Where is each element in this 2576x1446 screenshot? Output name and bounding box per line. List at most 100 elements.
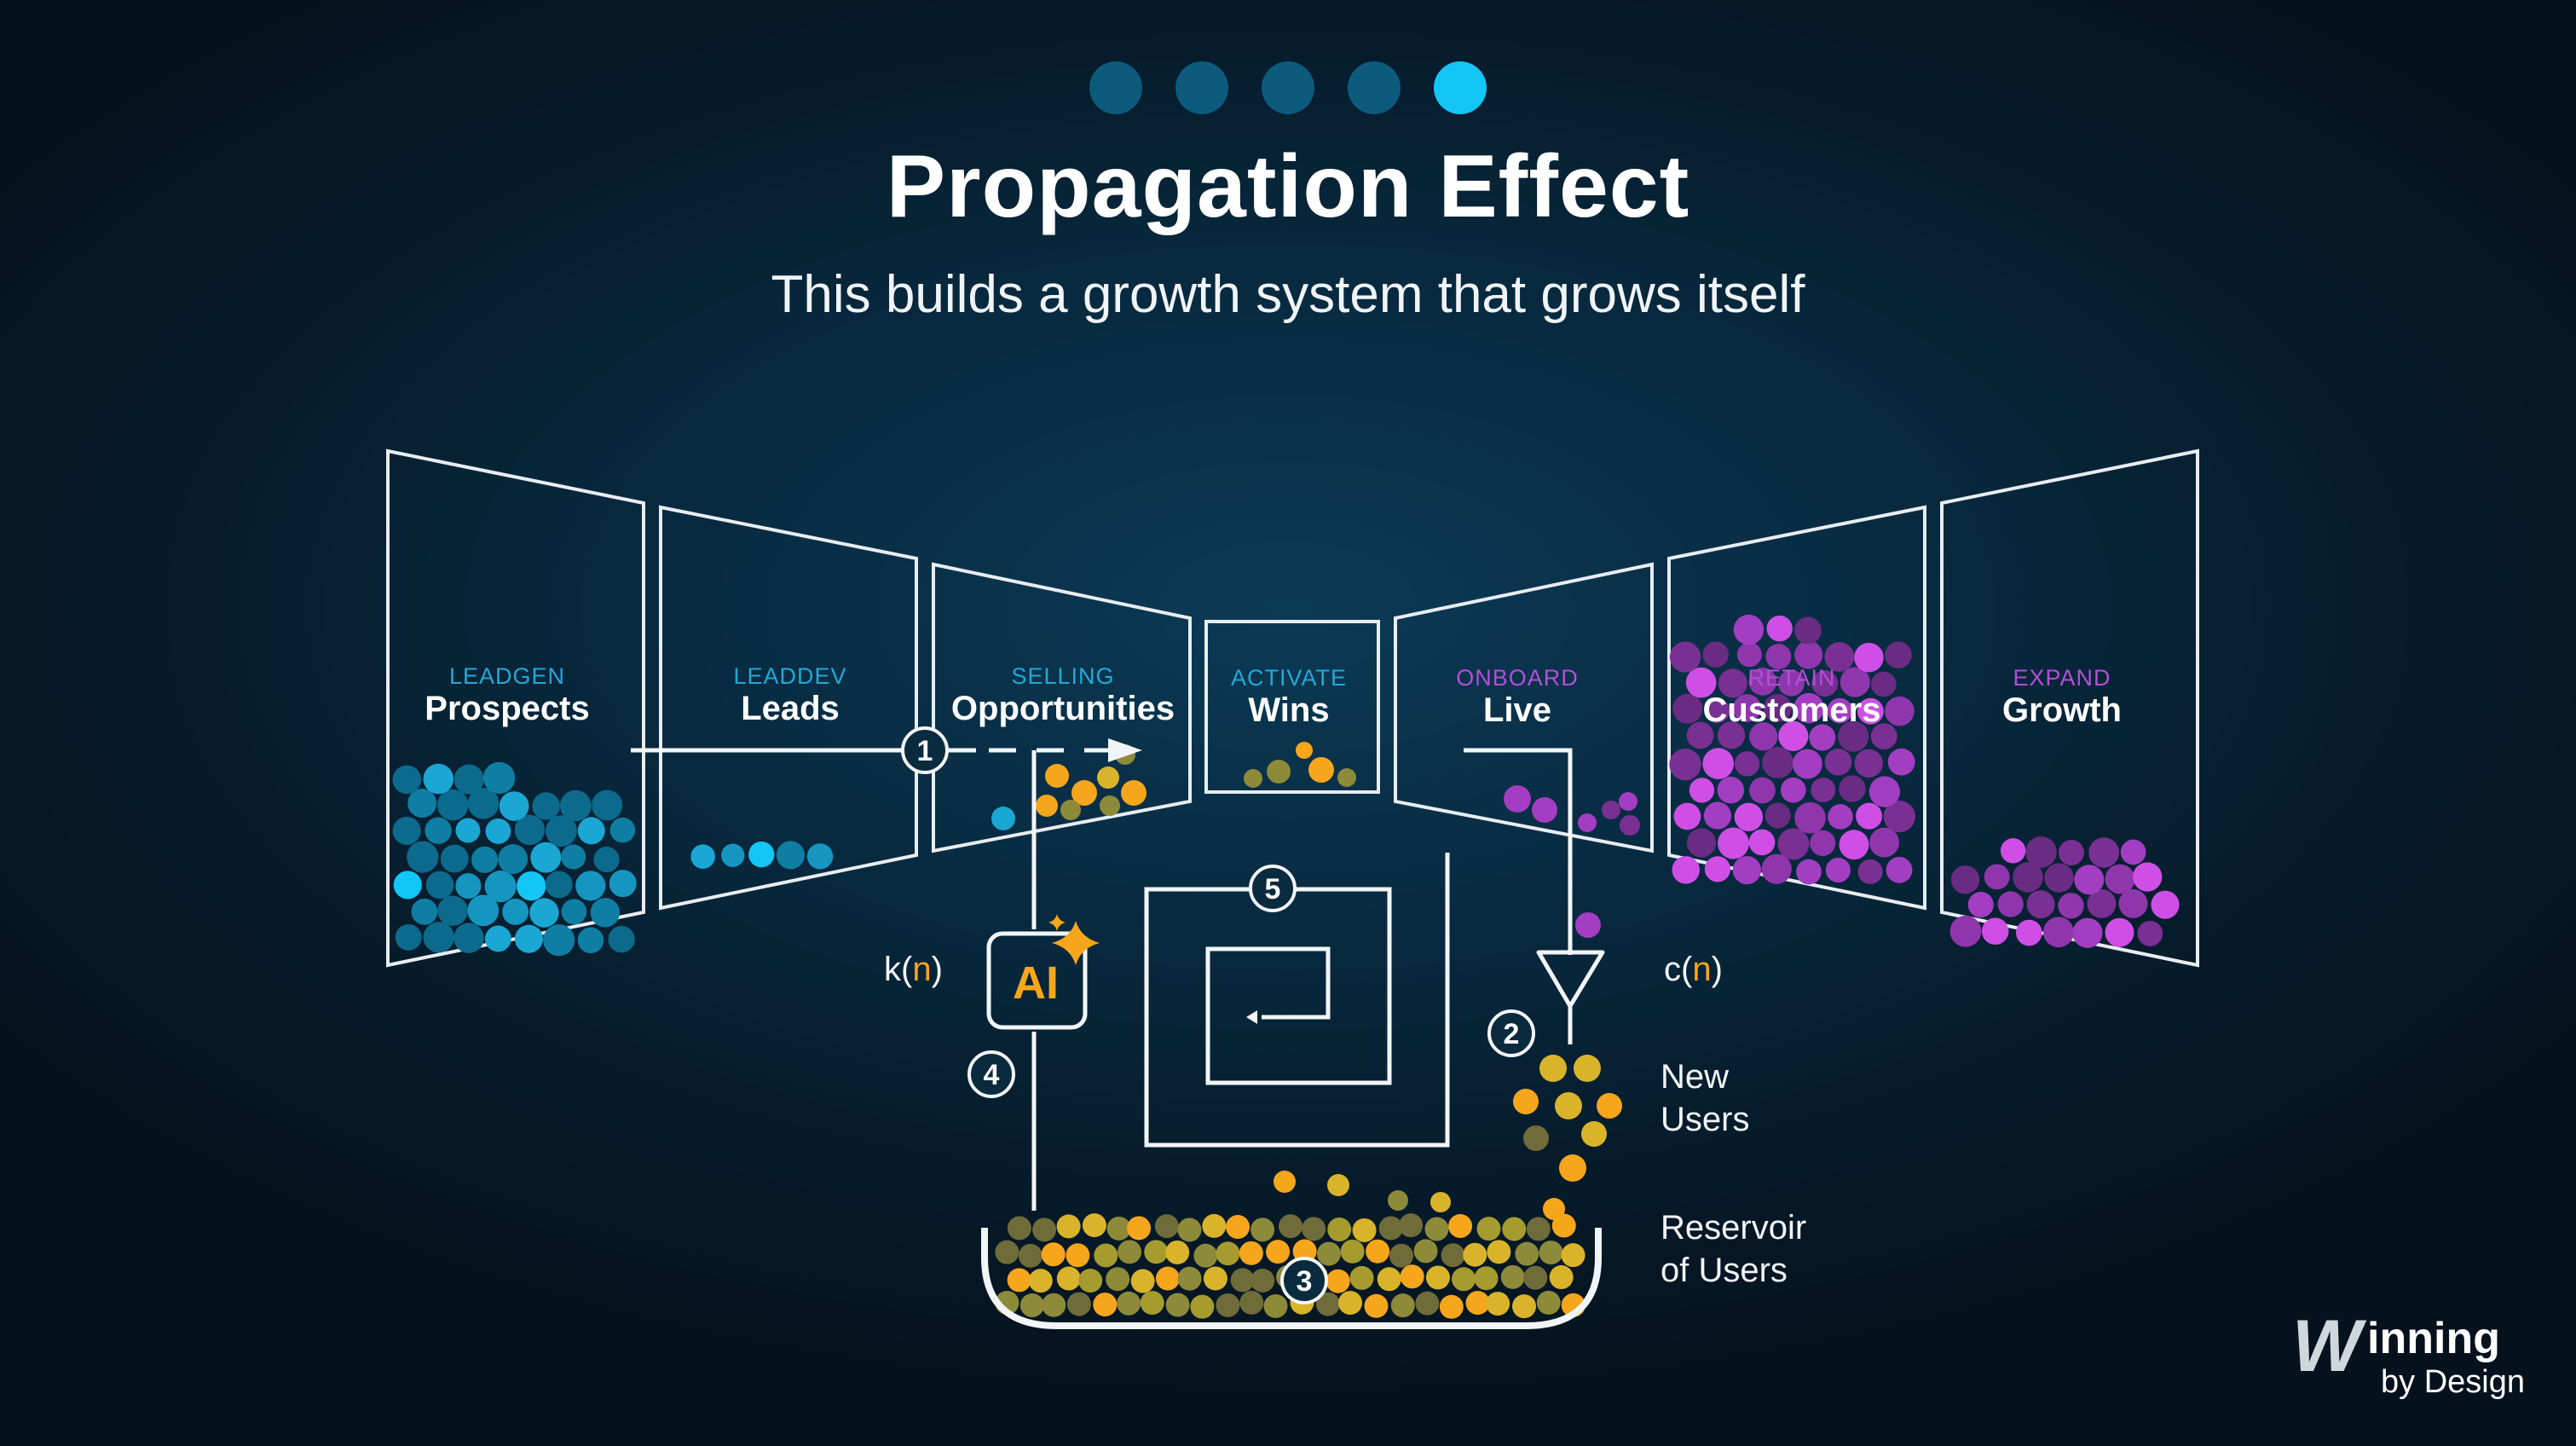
customer-dot bbox=[1733, 694, 1761, 722]
prospect-dot bbox=[577, 817, 605, 845]
reservoir-dot bbox=[1193, 1243, 1218, 1268]
page-dot-5[interactable] bbox=[1434, 61, 1487, 114]
spiral-arrowhead bbox=[1246, 1010, 1257, 1024]
step-marker-number: 1 bbox=[917, 735, 933, 767]
reservoir-dot bbox=[1202, 1213, 1227, 1238]
logo-mark: W bbox=[2292, 1305, 2362, 1387]
customer-dot bbox=[1809, 724, 1836, 751]
live-dot bbox=[1578, 813, 1597, 832]
step-marker-circle bbox=[1487, 1009, 1535, 1057]
reservoir-dot bbox=[1263, 1293, 1288, 1318]
reservoir-dot bbox=[1250, 1218, 1275, 1242]
prospect-dot bbox=[440, 844, 469, 873]
new-user-dot bbox=[1523, 1125, 1549, 1151]
growth-dot bbox=[2025, 836, 2057, 868]
customer-dot bbox=[1840, 667, 1870, 697]
step-marker-2: 2 bbox=[1487, 1009, 1535, 1057]
prospect-dot bbox=[425, 817, 452, 844]
prospect-dot bbox=[529, 898, 559, 928]
prospect-dot bbox=[577, 927, 604, 954]
customer-dot bbox=[1856, 802, 1883, 830]
reservoir-dot bbox=[1094, 1243, 1118, 1268]
panel-live bbox=[1394, 562, 1654, 853]
reservoir-dot bbox=[1364, 1293, 1389, 1318]
customer-dot bbox=[1672, 856, 1700, 884]
prospect-dot bbox=[411, 898, 438, 925]
spiral-outer bbox=[1144, 853, 1450, 1148]
reservoir-dot bbox=[1203, 1266, 1227, 1291]
ai-label: AI bbox=[1013, 957, 1059, 1009]
reservoir-dot bbox=[1106, 1267, 1130, 1292]
k-function-label: k(n) bbox=[884, 948, 943, 991]
prospect-dot bbox=[502, 899, 529, 925]
flow-arrowhead bbox=[1108, 738, 1142, 762]
new-users-label: New Users bbox=[1661, 1056, 1749, 1141]
customer-dot bbox=[1854, 749, 1883, 778]
lead-dot bbox=[721, 843, 745, 867]
step-marker-circle bbox=[901, 726, 949, 774]
prospect-dot bbox=[467, 894, 500, 927]
opportunity-dot bbox=[1071, 780, 1097, 806]
prospect-dot bbox=[559, 790, 592, 822]
customer-dot bbox=[1857, 697, 1884, 725]
reservoir-dot bbox=[1452, 1267, 1476, 1292]
prospect-dot bbox=[609, 817, 636, 843]
reservoir-dot bbox=[1177, 1266, 1202, 1291]
customer-dot bbox=[1827, 697, 1853, 724]
customer-dot bbox=[1669, 749, 1701, 781]
reservoir-dot bbox=[1327, 1218, 1352, 1242]
page-dot-1[interactable] bbox=[1089, 61, 1142, 114]
stage-name: Prospects bbox=[425, 690, 590, 727]
reservoir-dot bbox=[1239, 1241, 1263, 1265]
reservoir-dot bbox=[1190, 1294, 1215, 1319]
page-dot-2[interactable] bbox=[1175, 61, 1228, 114]
prospect-dot bbox=[561, 844, 586, 870]
stage-name: Wins bbox=[1248, 691, 1330, 729]
customer-dot bbox=[1673, 802, 1701, 830]
reservoir-dot bbox=[1502, 1217, 1527, 1241]
lead-dot bbox=[690, 844, 715, 869]
reservoir-dot bbox=[1041, 1242, 1066, 1267]
customer-dot bbox=[1825, 857, 1851, 883]
customer-dot bbox=[1749, 722, 1778, 751]
live-dot bbox=[1620, 815, 1640, 836]
page-title: Propagation Effect bbox=[886, 137, 1690, 236]
reservoir-dot bbox=[1338, 1291, 1363, 1316]
c-suffix: ) bbox=[1711, 951, 1723, 988]
prospect-dot bbox=[436, 789, 469, 821]
growth-dot bbox=[2087, 889, 2117, 918]
reservoir-dot bbox=[1216, 1241, 1240, 1266]
customer-dot bbox=[1810, 830, 1836, 856]
opportunity-dot bbox=[1097, 766, 1119, 789]
reservoir-dot bbox=[1007, 1268, 1031, 1293]
opportunity-dot bbox=[1036, 795, 1058, 817]
customer-dot bbox=[1870, 671, 1897, 697]
stage-name: Customers bbox=[1702, 691, 1881, 729]
winning-by-design-logo: W inning by Design bbox=[2292, 1305, 2525, 1401]
win-dot bbox=[1267, 760, 1291, 784]
reservoir-dot bbox=[1476, 1217, 1501, 1241]
page-dot-3[interactable] bbox=[1262, 61, 1314, 114]
reservoir-dot bbox=[1078, 1269, 1103, 1293]
customer-dot bbox=[1748, 668, 1777, 696]
page-dot-4[interactable] bbox=[1348, 61, 1401, 114]
funnel-icon bbox=[1536, 950, 1605, 1009]
customer-dot bbox=[1703, 801, 1732, 830]
panel-leads bbox=[659, 505, 918, 911]
stage-kind: RETAIN bbox=[1747, 665, 1836, 691]
new-user-dot bbox=[1581, 1121, 1607, 1147]
reservoir-dot bbox=[1082, 1213, 1106, 1238]
reservoir-dot bbox=[1056, 1214, 1081, 1239]
reservoir-dot bbox=[1155, 1266, 1180, 1291]
reservoir-dot bbox=[1400, 1264, 1424, 1289]
customer-dot bbox=[1761, 853, 1792, 884]
logo-line-1: inning bbox=[2367, 1314, 2500, 1363]
logo-line-2: by Design bbox=[2381, 1364, 2525, 1400]
reservoir-dot bbox=[1216, 1293, 1240, 1317]
reservoir-dot bbox=[1539, 1241, 1563, 1265]
growth-dot bbox=[2137, 921, 2163, 946]
customer-dot bbox=[1702, 641, 1729, 668]
customer-dot bbox=[1765, 802, 1791, 829]
customer-dot bbox=[1885, 696, 1915, 726]
prospect-dot bbox=[485, 818, 511, 844]
